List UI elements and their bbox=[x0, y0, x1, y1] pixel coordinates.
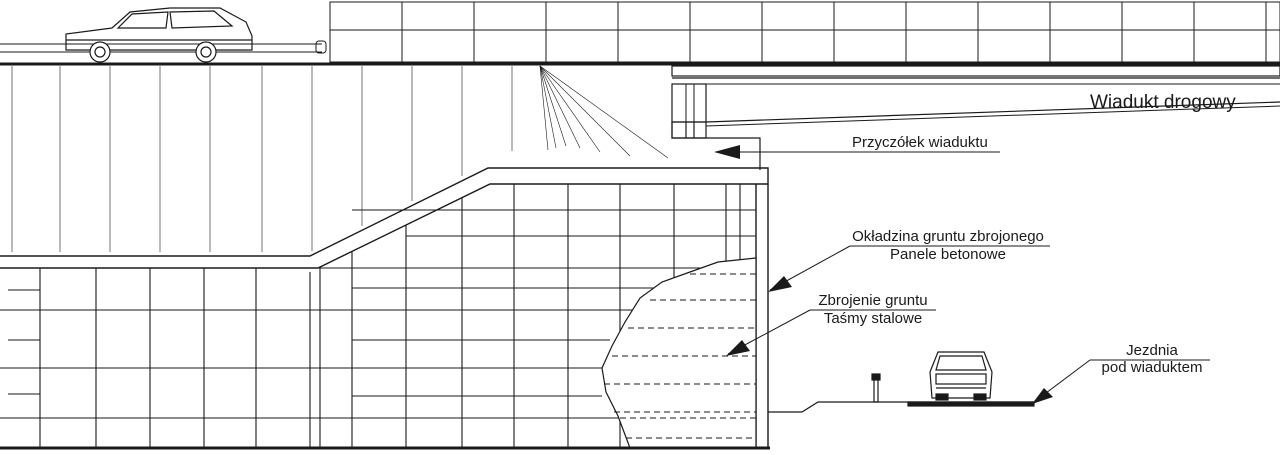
fan-line bbox=[539, 65, 669, 159]
noise-barrier bbox=[329, 1, 1280, 63]
fan-line bbox=[539, 65, 567, 147]
abutment-label: Przyczółek wiaduktu bbox=[852, 134, 988, 151]
abutment bbox=[671, 121, 761, 170]
reinforced-soil-cutaway bbox=[601, 257, 757, 449]
load-spread-lines bbox=[539, 65, 669, 159]
fan-line bbox=[539, 65, 631, 157]
fan-line bbox=[539, 65, 601, 153]
reinforcement-label-1: Zbrojenie gruntu bbox=[818, 292, 928, 309]
fan-line bbox=[539, 65, 549, 151]
roadway-label-2: pod wiaduktem bbox=[1101, 359, 1203, 376]
cladding-label-2: Panele betonowe bbox=[890, 246, 1006, 263]
foundation bbox=[0, 417, 770, 450]
fan-line bbox=[539, 65, 581, 149]
upper-road bbox=[0, 40, 1280, 66]
car-upper-icon bbox=[65, 7, 253, 63]
cladding-label-1: Okładzina gruntu zbrojonego bbox=[852, 228, 1044, 245]
arrowheads bbox=[714, 145, 1053, 404]
roadway-label-1: Jezdnia bbox=[1126, 342, 1178, 359]
lower-road bbox=[768, 373, 1035, 413]
embankment-hatching bbox=[11, 66, 513, 252]
viaduct-label: Wiadukt drogowy bbox=[1090, 92, 1236, 113]
reinforcement-label-2: Taśmy stalowe bbox=[823, 310, 923, 327]
fan-line bbox=[539, 65, 557, 149]
car-lower-icon bbox=[929, 351, 993, 401]
steel-strips bbox=[604, 273, 756, 439]
